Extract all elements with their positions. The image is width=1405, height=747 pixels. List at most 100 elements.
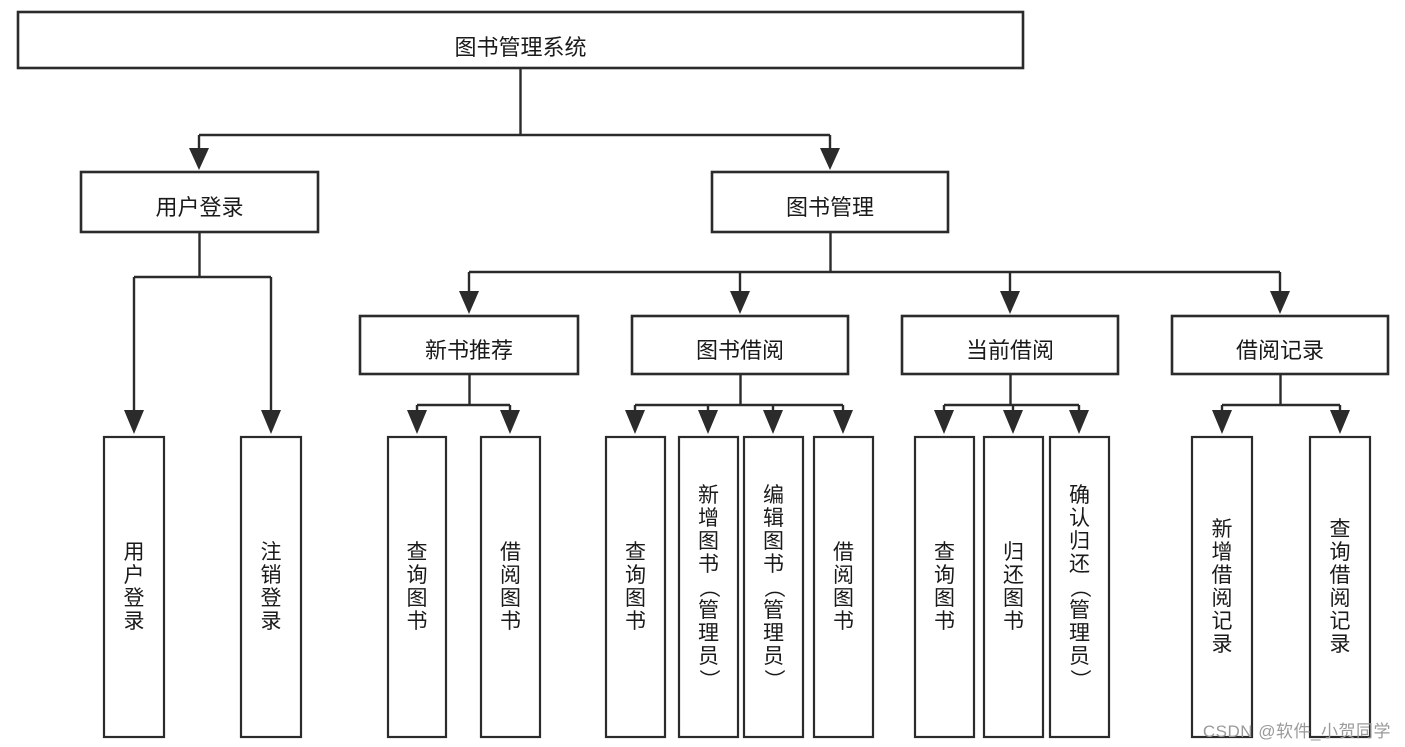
node-box-leaf-12[interactable] bbox=[1308, 435, 1372, 739]
label-char: 员 bbox=[763, 644, 784, 668]
label-char: 书 bbox=[625, 610, 646, 633]
label-char: 还 bbox=[1003, 564, 1024, 587]
label-char: 书 bbox=[763, 552, 784, 576]
node-box-level2-0[interactable] bbox=[358, 314, 580, 376]
label-char: 归 bbox=[1069, 529, 1090, 553]
label-char: 书 bbox=[698, 552, 719, 576]
label-char: 图 bbox=[934, 587, 955, 610]
node-box-level2-2[interactable] bbox=[900, 314, 1120, 376]
node-label-level1-1: 图书管理 bbox=[785, 195, 874, 220]
label-char: 书 bbox=[934, 610, 955, 633]
node-box-level2-3[interactable] bbox=[1170, 314, 1390, 376]
label-char: 查 bbox=[1329, 518, 1351, 541]
node-label-leaf-0: 用户登录 bbox=[104, 541, 164, 633]
node-label-leaf-4: 查询图书 bbox=[606, 541, 665, 633]
node-box-leaf-2[interactable] bbox=[386, 435, 448, 739]
label-char: 阅 bbox=[1329, 587, 1351, 610]
arrowhead-current bbox=[1000, 291, 1020, 314]
label-char: 图 bbox=[698, 529, 719, 553]
label-char: 登 bbox=[260, 587, 282, 610]
label-char: （ bbox=[697, 576, 720, 598]
watermark: CSDN @软件_小贺同学 bbox=[1202, 722, 1391, 741]
node-box-leaf-10[interactable] bbox=[1048, 435, 1111, 739]
label-char: 登 bbox=[123, 587, 145, 610]
node-box-leaf-1[interactable] bbox=[239, 435, 303, 739]
label-char: 借 bbox=[1211, 564, 1233, 587]
label-char: 书 bbox=[833, 610, 854, 633]
label-char: 借 bbox=[500, 541, 521, 564]
label-char: ） bbox=[1068, 668, 1091, 690]
label-char: 查 bbox=[934, 541, 955, 564]
arrowhead-login bbox=[189, 148, 209, 170]
label-char: 阅 bbox=[1211, 587, 1233, 610]
label-char: 注 bbox=[260, 541, 282, 564]
node-label-leaf-3: 借阅图书 bbox=[481, 541, 540, 633]
arrowhead-bookmgmt bbox=[820, 148, 840, 170]
node-box-leaf-6[interactable] bbox=[742, 435, 805, 739]
label-char: 员 bbox=[698, 644, 719, 668]
arrowhead-borrow-leaf-2 bbox=[698, 410, 718, 434]
arrowhead-borrow bbox=[730, 291, 750, 314]
label-char: 管 bbox=[698, 598, 719, 622]
label-char: 新 bbox=[1211, 518, 1233, 541]
label-char: （ bbox=[1068, 576, 1091, 598]
node-label-leaf-8: 查询图书 bbox=[915, 541, 974, 633]
node-label-level2-3: 借阅记录 bbox=[1235, 338, 1324, 363]
arrowhead-borrow-leaf-4 bbox=[833, 410, 853, 434]
node-box-leaf-11[interactable] bbox=[1190, 435, 1254, 739]
node-label-leaf-5: 新增图书（管理员） bbox=[679, 484, 738, 691]
label-char: 理 bbox=[698, 621, 719, 645]
arrowhead-current-leaf-3 bbox=[1069, 410, 1089, 434]
label-char: 增 bbox=[1211, 541, 1233, 564]
arrowhead-records-leaf-2 bbox=[1330, 410, 1350, 434]
label-char: 书 bbox=[500, 610, 521, 633]
node-box-leaf-4[interactable] bbox=[604, 435, 667, 739]
node-box-leaf-7[interactable] bbox=[812, 435, 875, 739]
node-label-level1-0: 用户登录 bbox=[155, 195, 244, 220]
label-char: 新 bbox=[698, 483, 719, 507]
label-char: 阅 bbox=[500, 564, 521, 587]
node-box-leaf-3[interactable] bbox=[479, 435, 542, 739]
arrowhead-newbook bbox=[459, 291, 479, 314]
label-char: 查 bbox=[406, 541, 428, 564]
node-box-root[interactable] bbox=[16, 10, 1025, 70]
label-char: 录 bbox=[260, 610, 282, 633]
label-char: 录 bbox=[123, 610, 145, 633]
node-box-level1-1[interactable] bbox=[710, 170, 950, 234]
label-char: 理 bbox=[763, 621, 784, 645]
label-char: ） bbox=[697, 668, 720, 690]
arrowhead-login-leaf-2 bbox=[261, 410, 281, 434]
node-box-level2-1[interactable] bbox=[630, 314, 850, 376]
label-char: 书 bbox=[1003, 610, 1024, 633]
label-char: 借 bbox=[1329, 564, 1351, 587]
node-box-leaf-5[interactable] bbox=[677, 435, 740, 739]
label-char: 书 bbox=[406, 610, 428, 633]
node-label-leaf-7: 借阅图书 bbox=[814, 541, 873, 633]
node-boxes bbox=[16, 10, 1390, 739]
label-char: 询 bbox=[625, 564, 646, 587]
node-label-leaf-11: 新增借阅记录 bbox=[1192, 518, 1252, 656]
node-box-leaf-8[interactable] bbox=[913, 435, 976, 739]
label-char: 图 bbox=[763, 529, 784, 553]
node-box-leaf-0[interactable] bbox=[102, 435, 166, 739]
node-box-level1-0[interactable] bbox=[79, 170, 320, 234]
label-char: 图 bbox=[625, 587, 646, 610]
label-char: 认 bbox=[1069, 506, 1090, 530]
arrowhead-records bbox=[1270, 291, 1290, 314]
label-char: 图 bbox=[500, 587, 521, 610]
label-char: 户 bbox=[123, 564, 145, 587]
label-char: 图 bbox=[833, 587, 854, 610]
node-box-leaf-9[interactable] bbox=[982, 435, 1045, 739]
arrowhead-newbook-leaf-2 bbox=[500, 410, 520, 434]
label-char: 询 bbox=[1329, 541, 1351, 564]
arrowhead-borrow-leaf-3 bbox=[763, 410, 783, 434]
label-char: 询 bbox=[406, 564, 428, 587]
arrowhead-current-leaf-1 bbox=[934, 410, 954, 434]
label-char: 理 bbox=[1069, 621, 1090, 645]
label-char: 管 bbox=[763, 598, 784, 622]
label-char: 管 bbox=[1069, 598, 1090, 622]
node-label-leaf-10: 确认归还（管理员） bbox=[1050, 484, 1109, 691]
label-char: ） bbox=[762, 668, 785, 690]
label-char: 辑 bbox=[763, 506, 784, 530]
